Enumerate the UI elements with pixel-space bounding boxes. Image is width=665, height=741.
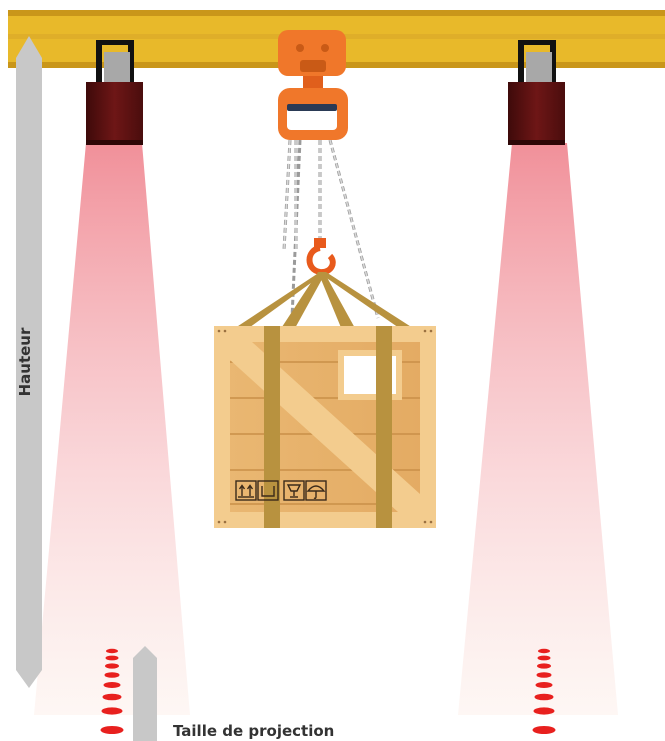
projection-marker	[535, 682, 553, 688]
fragile-icon	[283, 480, 305, 501]
hook-icon	[306, 238, 336, 276]
projection-size-arrow	[133, 646, 157, 741]
right-light-beam	[458, 143, 618, 715]
height-arrow	[16, 36, 42, 688]
left-light-beam	[34, 143, 190, 715]
height-label: Hauteur	[16, 327, 34, 396]
crate-symbols	[235, 480, 327, 501]
projection-marker	[532, 726, 556, 734]
left-projector	[86, 40, 143, 145]
projection-size-label: Taille de projection	[173, 722, 334, 740]
projection-marker	[536, 672, 552, 678]
left-projection-markers	[100, 648, 124, 734]
projection-marker	[105, 663, 119, 669]
projection-marker	[101, 707, 123, 715]
sling-straps	[232, 272, 416, 330]
right-projector	[508, 40, 565, 145]
wooden-crate	[214, 326, 436, 528]
keep-dry-icon	[257, 480, 279, 501]
projection-marker	[103, 682, 121, 688]
projection-marker	[104, 672, 120, 678]
projection-marker	[537, 655, 551, 661]
projection-marker	[537, 663, 551, 669]
projection-marker	[100, 726, 124, 734]
projection-marker	[106, 648, 118, 654]
projection-marker	[533, 707, 555, 715]
umbrella-icon	[305, 480, 327, 501]
projection-marker	[538, 648, 550, 654]
right-projection-markers	[532, 648, 556, 734]
chain-hoist	[278, 30, 348, 140]
this-way-up-icon	[235, 480, 257, 501]
projection-marker	[534, 693, 554, 701]
projection-marker	[102, 693, 122, 701]
projection-marker	[105, 655, 119, 661]
